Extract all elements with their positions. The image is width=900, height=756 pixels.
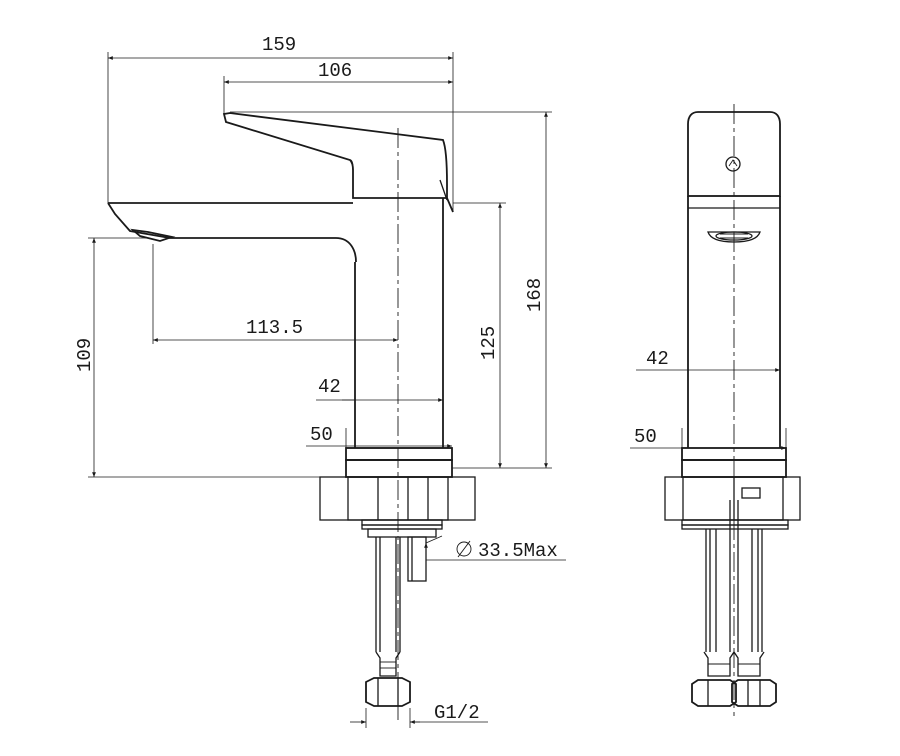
spout <box>107 202 357 263</box>
dim-body-diameter: 42 <box>316 376 443 402</box>
temperature-indicator-icon <box>725 156 741 172</box>
mounting-hardware <box>319 476 476 707</box>
front-mounting-hardware <box>664 476 801 707</box>
handle-lever <box>222 112 448 201</box>
dim-base-diameter-front: 50 <box>630 426 787 450</box>
dim-thread: G1/2 <box>350 702 488 728</box>
label-106: 106 <box>318 60 352 82</box>
dim-handle-length: 106 <box>223 60 453 114</box>
label-hole: 33.5Max <box>478 540 558 562</box>
label-50-side: 50 <box>310 424 333 446</box>
label-168: 168 <box>524 278 546 312</box>
label-109: 109 <box>74 338 96 372</box>
dim-total-height: 168 <box>230 111 552 469</box>
label-42-front: 42 <box>646 348 669 370</box>
label-159: 159 <box>262 34 296 56</box>
dim-spout-reach: 113.5 <box>152 244 398 344</box>
dim-body-diameter-front: 42 <box>636 348 780 372</box>
label-thread: G1/2 <box>434 702 480 724</box>
front-view: 42 50 <box>630 104 801 716</box>
dim-hole-diameter: 33.5Max <box>424 535 566 562</box>
label-50-front: 50 <box>634 426 657 448</box>
label-125: 125 <box>478 326 500 360</box>
label-42-side: 42 <box>318 376 341 398</box>
label-113-5: 113.5 <box>246 317 303 339</box>
dim-spout-height: 109 <box>74 237 346 478</box>
faucet-body <box>354 197 454 448</box>
base-flange <box>345 447 453 478</box>
side-view: 159 106 168 125 109 <box>74 34 566 728</box>
dim-base-diameter: 50 <box>306 424 452 448</box>
dim-overall-length: 159 <box>107 34 454 212</box>
dim-body-height: 125 <box>453 202 506 468</box>
